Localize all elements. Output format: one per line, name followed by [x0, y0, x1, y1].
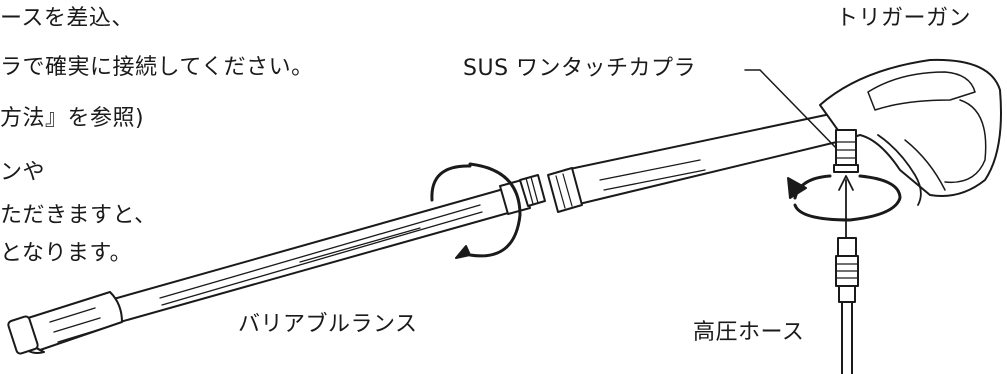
instruction-line-3: 方法』を参照) [0, 106, 145, 131]
coupler-label: SUS ワンタッチカプラ [463, 56, 697, 81]
lance-label: バリアブルランス [238, 312, 418, 337]
instruction-line-1: ースを差込、 [0, 6, 134, 31]
trigger-gun-label: トリガーガン [836, 6, 972, 31]
hose-label: 高圧ホース [693, 320, 805, 345]
instruction-line-5: ただきますと、 [0, 203, 157, 228]
instruction-line-4: ンや [0, 160, 46, 185]
rotation-arrow-coupler [787, 174, 902, 222]
coupler-leader-line-diag [759, 69, 839, 151]
instruction-line-6: となります。 [0, 241, 133, 266]
trigger-gun [547, 58, 1002, 213]
rotation-arrow-lance [430, 162, 522, 259]
insertion-arrow [838, 175, 854, 241]
variable-lance [7, 174, 546, 355]
high-pressure-hose [835, 237, 859, 374]
instruction-line-2: ラで確実に接続してください。 [0, 55, 314, 80]
